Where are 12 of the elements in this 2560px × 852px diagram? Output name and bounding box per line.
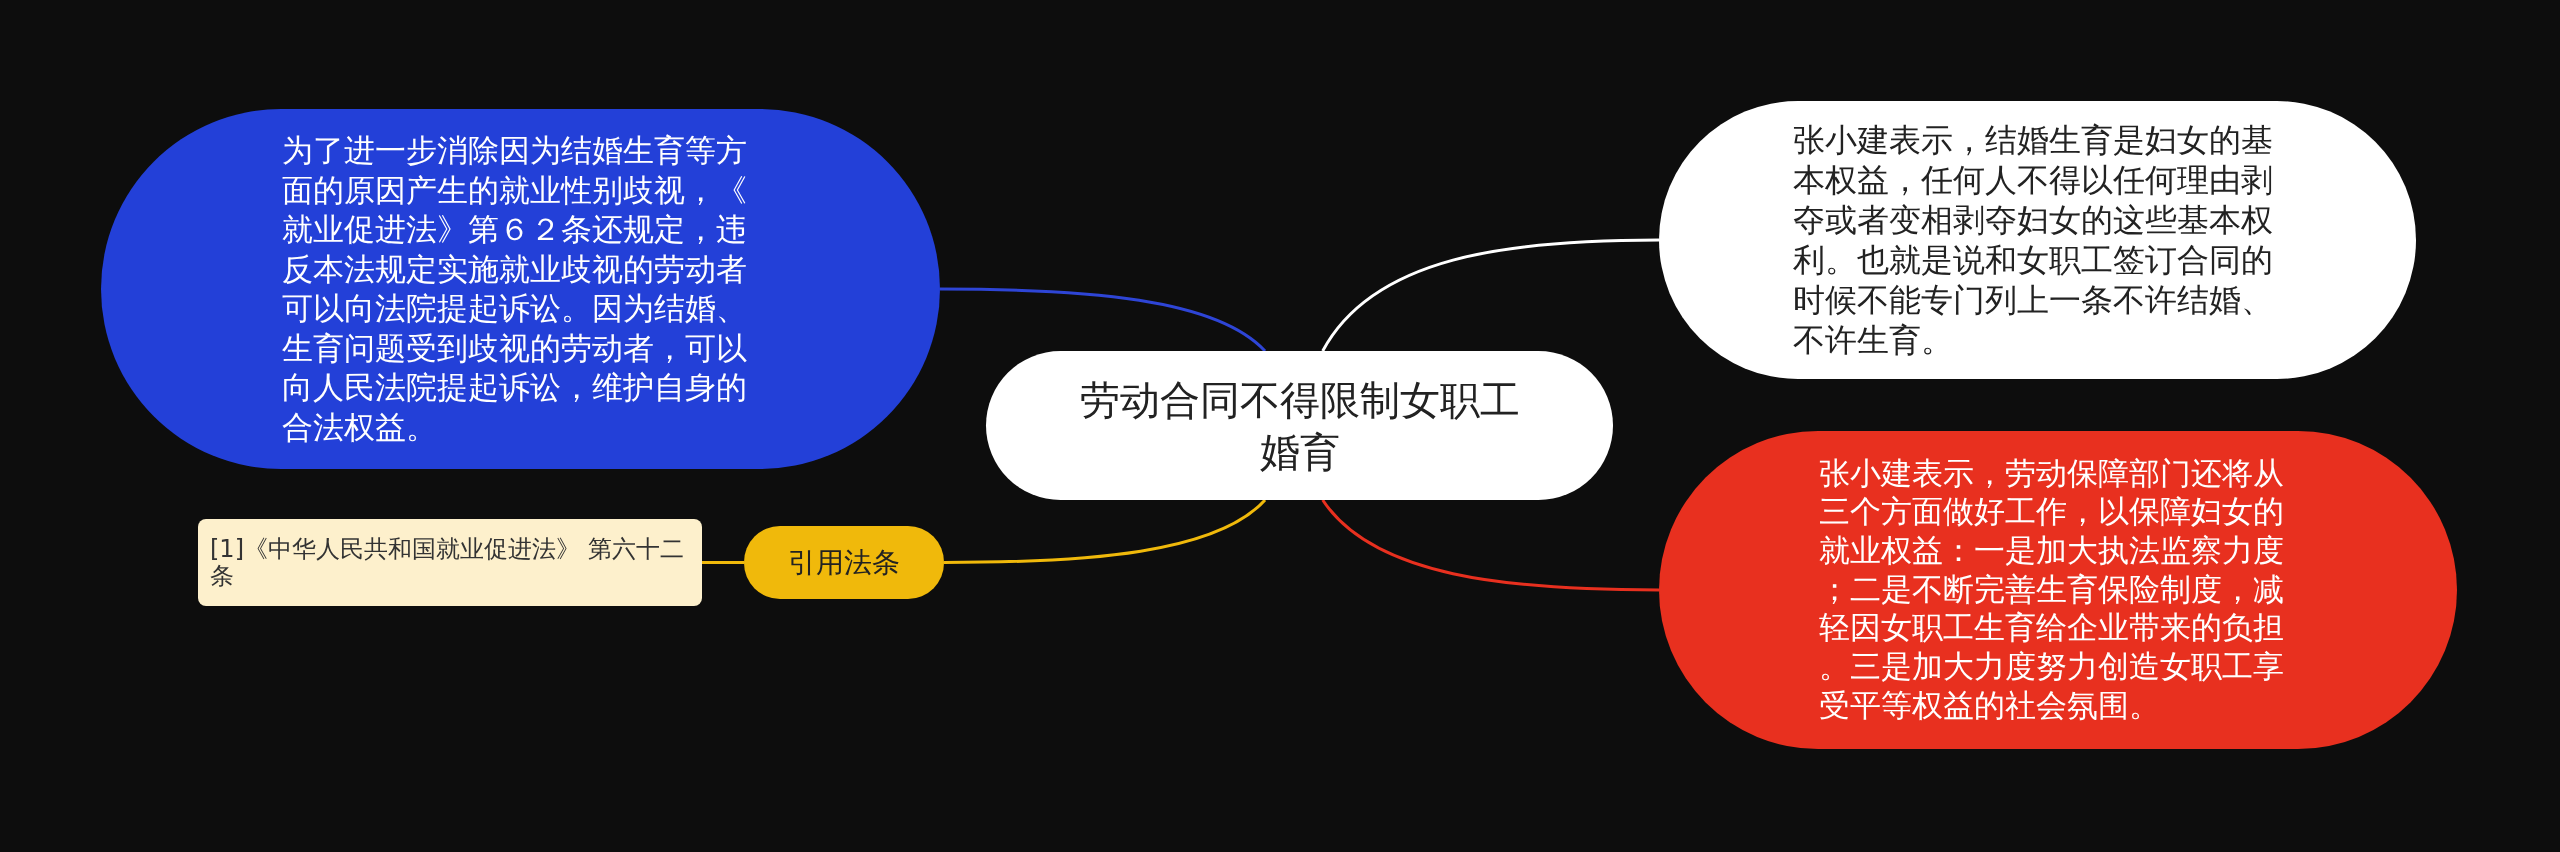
node-text: 引用法条 [787, 545, 901, 580]
node-text: 张小建表示，劳动保障部门还将从三个方面做好工作，以保障妇女的就业权益：一是加大执法监察力度；二是不断完善生育保险制度，减轻因女职工生育给企业带来的负担。三是加大力度努力创造女职工享受平等权益的社会氛围。 [1819, 454, 2285, 725]
node-text: 为了进一步消除因为结婚生育等方面的原因产生的就业性别歧视，《就业促进法》第６２条还规定，违反本法规定实施就业歧视的劳动者可以向法院提起诉讼。因为结婚、生育问题受到歧视的劳动者，可以向人民法院提起诉讼，维护自身的合法权益。 [282, 131, 748, 447]
connector-line [940, 287, 1266, 353]
connector-line [1321, 499, 1659, 592]
node-text: 张小建表示，结婚生育是妇女的基本权益，任何人不得以任何理由剥夺或者变相剥夺妇女的这些基本权利。也就是说和女职工签订合同的时候不能专门列上一条不许结婚、不许生育。 [1793, 121, 2273, 360]
node-text: [1]《中华人民共和国就业促进法》 第六十二条 [210, 535, 685, 590]
note-box [198, 519, 702, 606]
connector-line [1321, 238, 1659, 352]
node-text: 劳动合同不得限制女职工婚育 [1078, 375, 1521, 477]
connector-line [944, 498, 1267, 564]
connector-line [702, 561, 744, 564]
